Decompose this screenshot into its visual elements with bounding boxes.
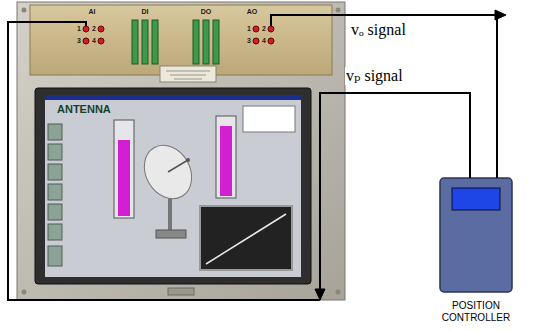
screen-bezel [35,88,311,284]
terminal-label: AI [89,8,96,16]
ao-terminals-part [268,26,274,32]
signal-connector [315,93,470,300]
arrow-head [315,289,325,300]
pin-number: 1 [77,25,81,33]
signal-wires [8,15,345,300]
screen [45,95,301,277]
do-terminals [193,20,219,64]
side-buttons [48,124,62,266]
antenna-dish-part [156,230,186,238]
ai-terminals-part [83,26,89,32]
position-controller [440,178,512,292]
pin-number: 4 [92,37,96,45]
di-terminals-part [142,20,148,64]
terminal-label: DO [201,8,212,16]
placard-lines [166,71,210,79]
trend-plot-part [206,214,286,264]
screen-title: ANTENNA [57,103,111,116]
level-bars-part [220,126,232,196]
screw [336,8,341,13]
ao-terminals-part [253,38,259,44]
side-buttons-part [48,224,62,240]
do-terminals-part [213,20,219,64]
connector-line [320,93,470,300]
placard-lines-part [174,79,202,80]
ai-terminals-part [98,26,104,32]
pin-number: 2 [92,25,96,33]
antenna-dish [135,137,201,238]
antenna-dish-part [135,137,201,207]
placard-lines-part [166,71,210,72]
side-buttons-part [48,184,62,200]
ai-wire [8,22,320,300]
screw [22,290,27,295]
controller-node: POSITION CONTROLLER [440,178,512,292]
panel-pc [17,2,345,300]
do-terminals-part [203,20,209,64]
connector-line [345,15,497,178]
brand-plate [168,288,194,295]
side-buttons-part [48,144,62,160]
ao-terminals-part [268,38,274,44]
title-bar [45,95,301,100]
side-buttons-part [48,204,62,220]
level-bars [114,116,236,218]
device-caption: POSITION CONTROLLER [430,300,522,324]
level-bars-part [114,120,134,218]
ao-terminals-part [253,26,259,32]
screw [22,8,27,13]
signal-label: vₚ signal [345,67,404,85]
level-bars-part [118,140,130,216]
placard [160,66,216,82]
panel-pc-node: ANTENNA [17,2,345,300]
controller-body [440,178,512,292]
pin-number: 3 [247,37,251,45]
pin-number: 4 [262,37,266,45]
formula-box [243,106,295,132]
pin-number: 2 [262,25,266,33]
di-terminals-part [152,20,158,64]
arrow-head [495,10,506,20]
pin-number: 3 [77,37,81,45]
placard-lines-part [170,75,206,76]
antenna-dish-part [186,158,190,162]
panel-frame [17,2,345,300]
terminal-label: DI [142,8,149,16]
ao-terminals [253,26,274,44]
level-bars-part [216,116,236,198]
trend-plot [200,206,292,270]
ao-wire [271,15,345,26]
pin-number: 1 [247,25,251,33]
di-terminals [132,20,158,64]
trend-plot-part [200,206,292,270]
antenna-dish-part [168,160,188,172]
terminal-label: AO [247,8,258,16]
controller-display [452,188,500,210]
side-buttons-part [48,164,62,180]
signal-label: vₒ signal [350,21,407,39]
ai-terminals-part [98,38,104,44]
ai-terminals [83,26,104,44]
screw [336,290,341,295]
ai-terminals-part [83,38,89,44]
do-terminals-part [193,20,199,64]
side-buttons-part [48,124,62,140]
side-buttons-part [48,246,62,266]
di-terminals-part [132,20,138,64]
